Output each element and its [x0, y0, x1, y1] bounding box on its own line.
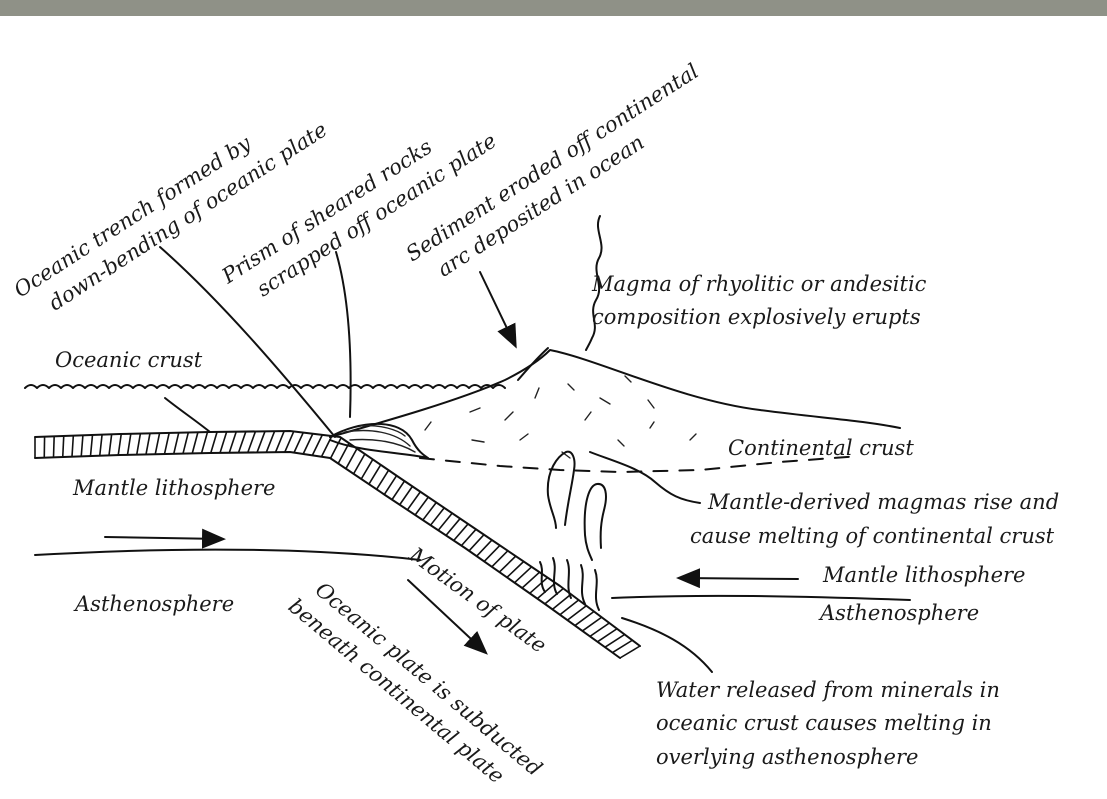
oceanic-crust-label: Oceanic crust [55, 348, 203, 372]
plate-hatch-tick [285, 431, 294, 452]
plate-hatch-tick [407, 492, 420, 510]
plate-hatch-tick [303, 434, 313, 454]
plate-hatch-tick [384, 476, 396, 495]
asthenosphere-right-label: Asthenosphere [818, 601, 979, 625]
plate-hatch-tick [174, 433, 179, 454]
plate-hatch-tick [220, 432, 227, 453]
plate-hatch-tick [137, 434, 141, 455]
plate-hatch-tick [507, 561, 524, 577]
plate-hatch-tick [63, 436, 64, 457]
subducted-label: Oceanic plate is subductedbeneath contin… [284, 571, 547, 799]
plate-hatch-tick [392, 481, 404, 500]
plate-hatch-tick [53, 436, 54, 457]
plate-hatch-tick [612, 640, 632, 652]
plate-hatch-tick [202, 432, 208, 453]
plate-hatch-tick [552, 594, 571, 609]
plate-hatch-tick [400, 486, 413, 504]
asthenosphere-left-label: Asthenosphere [73, 592, 234, 616]
plate-hatch-tick [597, 629, 617, 642]
left-motion-arrow [105, 537, 222, 539]
top-rock-strip [0, 0, 1107, 16]
plate-hatch-tick [560, 600, 579, 615]
plate-hatch-tick [81, 435, 83, 456]
plate-hatch-tick [567, 606, 586, 620]
plate-hatch-tick [423, 502, 436, 520]
plate-hatch-tick [590, 623, 609, 636]
sediment-arrow [480, 272, 515, 345]
plate-hatch-tick [477, 540, 492, 556]
plate-hatch-tick [354, 454, 365, 474]
magma-plume-2 [585, 484, 606, 560]
plate-hatch-tick [211, 432, 217, 453]
plate-hatch-tick [257, 431, 265, 452]
continental-crust-outline [330, 350, 900, 437]
plate-hatch-tick [537, 583, 555, 599]
plate-hatch-tick [248, 431, 256, 452]
mantle-lithosphere-left-label: Mantle lithosphere [72, 476, 275, 500]
continental-crust-label: Continental crust [728, 436, 914, 460]
plate-hatch-tick [522, 572, 539, 588]
plate-hatch-tick [582, 617, 601, 631]
plate-hatch-tick [127, 434, 130, 455]
plate-hatch-tick [229, 432, 236, 453]
plate-hatch-tick [377, 470, 389, 489]
plate-hatch-tick [469, 535, 484, 551]
plate-hatch-tick [454, 524, 468, 541]
plate-hatch-tick [575, 611, 594, 625]
plate-hatch-tick [183, 432, 188, 453]
plate-hatch-tick [100, 435, 102, 456]
plate-hatch-tick [545, 588, 563, 603]
plate-hatch-tick [438, 513, 452, 530]
plate-hatch-tick [446, 519, 460, 536]
plate-hatch-tick [72, 436, 73, 457]
plate-hatch-tick [361, 459, 373, 479]
melting-lines [540, 558, 599, 610]
plate-hatch-tick [492, 551, 508, 567]
lab-boundary-right [612, 596, 910, 600]
plate-hatch-tick [266, 431, 274, 452]
plate-hatch-tick [90, 435, 92, 456]
plate-hatch-tick [415, 497, 428, 515]
plate-hatch-tick [192, 432, 198, 453]
plate-hatch-tick [346, 449, 357, 469]
plate-hatch-tick [369, 465, 381, 484]
plate-hatch-tick [515, 567, 532, 583]
plate-hatch-tick [155, 433, 159, 454]
plate-hatch-tick [431, 508, 445, 525]
mantle-lithosphere-right-label: Mantle lithosphere [822, 563, 1025, 587]
crust-dashes [425, 376, 696, 458]
plate-hatch-tick [605, 634, 625, 647]
plate-hatch-tick [620, 646, 640, 658]
plate-hatch-tick [239, 432, 246, 453]
plate-hatch-tick [499, 556, 515, 572]
plate-hatch-tick [484, 545, 500, 561]
plate-hatch-tick [276, 431, 285, 452]
plate-hatch-tick [146, 433, 150, 454]
ocean-surface [25, 385, 505, 388]
magma-plume-1 [548, 452, 575, 528]
lab-boundary-left [35, 550, 420, 560]
plate-hatch-tick [118, 434, 121, 455]
plate-hatch-tick [109, 434, 112, 455]
plate-hatch-tick [294, 433, 303, 453]
plate-hatch-tick [461, 529, 476, 545]
plate-hatch-tick [165, 433, 170, 454]
plate-hatch-tick [312, 435, 322, 455]
right-motion-arrow [680, 578, 798, 579]
oceanic-trench-label: Oceanic trench formed bydown-bending of … [10, 92, 332, 327]
oceanic-plate-hatching [35, 431, 640, 658]
motion-of-plate-label: Motion of plate [404, 542, 551, 658]
